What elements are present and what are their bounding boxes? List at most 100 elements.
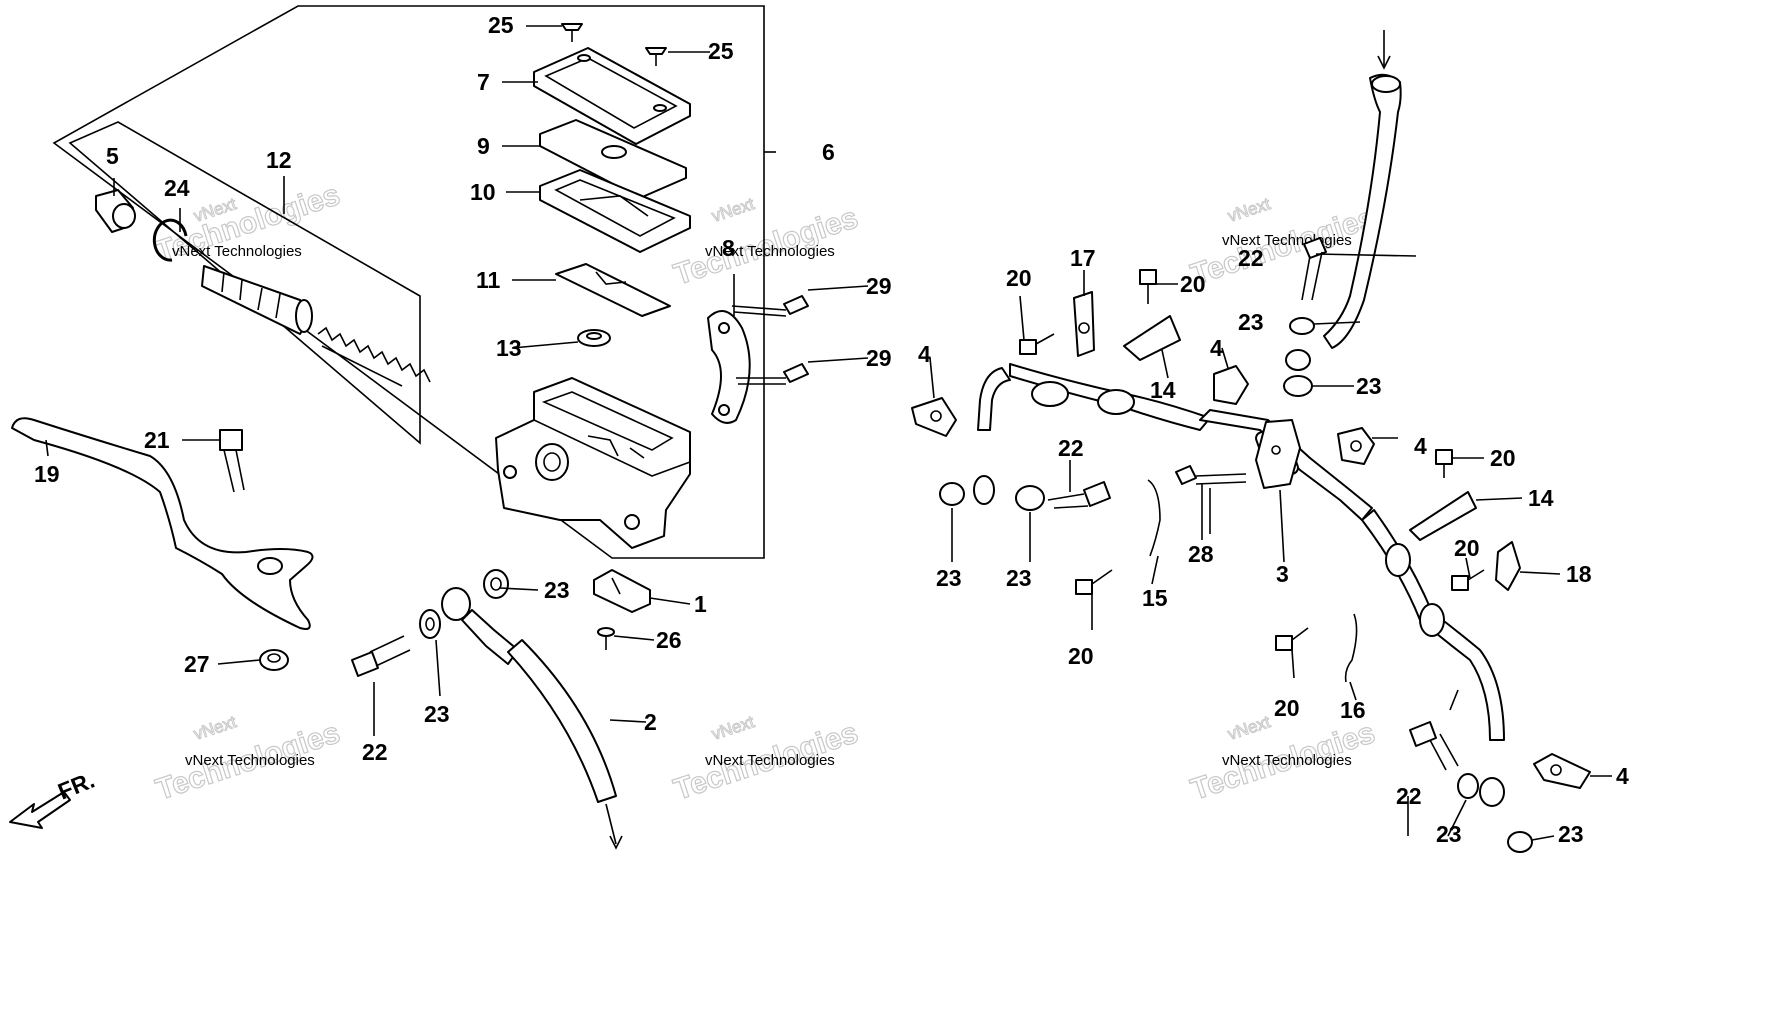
callout-23b: 23 (424, 701, 450, 727)
callout-23c: 23 (936, 565, 962, 591)
callout-9: 9 (477, 133, 490, 159)
callout-12: 12 (266, 147, 292, 173)
callout-16: 16 (1340, 697, 1366, 723)
callout-5: 5 (106, 143, 119, 169)
master-cylinder-body (495, 377, 691, 549)
washer-part-23-r6 (1507, 831, 1533, 853)
callout-26: 26 (656, 627, 682, 653)
svg-text:vNext: vNext (191, 712, 238, 744)
washer-part-23-left-a (419, 609, 441, 639)
callout-20b: 20 (1006, 265, 1032, 291)
callout-19: 19 (34, 461, 60, 487)
callout-14b: 14 (1528, 485, 1554, 511)
callout-18: 18 (1566, 561, 1592, 587)
callout-15: 15 (1142, 585, 1168, 611)
washer-part-23-r5 (1457, 773, 1479, 799)
callout-6: 6 (822, 139, 835, 165)
screw-part-26 (597, 627, 615, 650)
callout-29b: 29 (866, 345, 892, 371)
bracket-part-14b (1409, 491, 1477, 541)
brake-hose-part-2 (441, 587, 623, 850)
watermark-3: vNext Technologies vNext Technologies (1186, 194, 1379, 293)
washer-part-23-r3 (1289, 317, 1315, 335)
callout-8: 8 (722, 235, 735, 261)
callout-24: 24 (164, 175, 190, 201)
callout-13: 13 (496, 335, 522, 361)
bracket-part-14a (1123, 315, 1181, 361)
callout-20d: 20 (1490, 445, 1516, 471)
callout-22a: 22 (362, 739, 388, 765)
nut-part-27 (259, 649, 289, 671)
svg-text:vNext Technologies: vNext Technologies (1222, 752, 1352, 769)
svg-text:vNext: vNext (709, 194, 756, 226)
clip-part-15 (1147, 479, 1161, 557)
assembly-outline-6 (52, 5, 765, 559)
callout-20f: 20 (1274, 695, 1300, 721)
bolt-part-29a (731, 295, 809, 317)
bolt-part-20f (1275, 627, 1309, 651)
clamp-part-4d (1533, 753, 1591, 789)
bolt-part-22-bottom (1409, 721, 1459, 771)
clamp-part-4a (911, 397, 957, 437)
bolt-part-29b (736, 363, 809, 385)
bolt-part-20d (1451, 569, 1485, 591)
callout-4a: 4 (918, 341, 931, 367)
svg-text:vNext Technologies: vNext Technologies (185, 752, 315, 769)
joint-part-18 (1495, 541, 1521, 591)
boot-part-5 (95, 189, 136, 233)
lever-part-19 (11, 417, 314, 630)
callout-11: 11 (476, 267, 501, 293)
watermark-2: vNext Technologies vNext Technologies (669, 194, 862, 293)
callout-28: 28 (1188, 541, 1214, 567)
callout-1: 1 (694, 591, 707, 617)
watermark-5: vNext Technologies vNext Technologies (669, 712, 862, 808)
callout-3: 3 (1276, 561, 1289, 587)
callout-20a: 20 (1068, 643, 1094, 669)
bracket-part-17 (1073, 291, 1095, 357)
circlip-part-24 (152, 218, 188, 262)
bolt-part-28 (1175, 465, 1247, 485)
leader-lines (45, 25, 1612, 841)
watermark-4: vNext Technologies vNext Technologies (151, 712, 344, 808)
callout-25b: 25 (708, 38, 734, 64)
svg-text:vNext: vNext (1225, 712, 1272, 744)
pivot-bolt-part-21 (219, 429, 245, 493)
cover-part-7 (533, 47, 691, 145)
seal-part-13 (577, 329, 611, 347)
holder-part-8 (707, 309, 751, 424)
spring-part (317, 326, 431, 387)
callout-29a: 29 (866, 273, 892, 299)
bolt-part-20c (1435, 449, 1453, 478)
svg-text:vNext: vNext (709, 712, 756, 744)
washer-part-23-left-b (483, 569, 509, 599)
callout-23f: 23 (1558, 821, 1584, 847)
callout-23a: 23 (544, 577, 570, 603)
svg-text:vNext: vNext (1225, 194, 1272, 226)
svg-text:vNext Technologies: vNext Technologies (705, 243, 835, 260)
bolt-part-20b (1139, 269, 1157, 304)
svg-text:vNext Technologies: vNext Technologies (705, 752, 835, 769)
callout-23d: 23 (1006, 565, 1032, 591)
block-part-3 (1255, 419, 1301, 489)
banjo-bolt-part-22-left (351, 635, 411, 677)
washer-part-23-r4 (1283, 375, 1313, 397)
callout-20c: 20 (1180, 271, 1206, 297)
assembly-outline-12 (68, 121, 421, 445)
callout-4b: 4 (1210, 335, 1223, 361)
bolt-part-22-top (1301, 237, 1327, 301)
washer-part-23-r1 (939, 482, 965, 506)
front-label: FR. (54, 767, 98, 805)
brake-hose-system-right (973, 30, 1505, 807)
callout-2: 2 (644, 709, 657, 735)
clamp-part-4b (1213, 365, 1249, 405)
callout-25a: 25 (488, 12, 514, 38)
screw-part-25a (561, 23, 583, 42)
callout-27: 27 (184, 651, 210, 677)
callout-17: 17 (1070, 245, 1096, 271)
bolt-part-20e (1075, 569, 1113, 595)
watermark-6: vNext Technologies vNext Technologies (1186, 712, 1379, 808)
callout-20e: 20 (1454, 535, 1480, 561)
clip-part-16 (1344, 613, 1358, 683)
callout-22d: 22 (1238, 245, 1264, 271)
callout-labels: 25 25 7 9 10 11 13 6 8 29 29 5 24 12 21 … (34, 12, 1629, 847)
